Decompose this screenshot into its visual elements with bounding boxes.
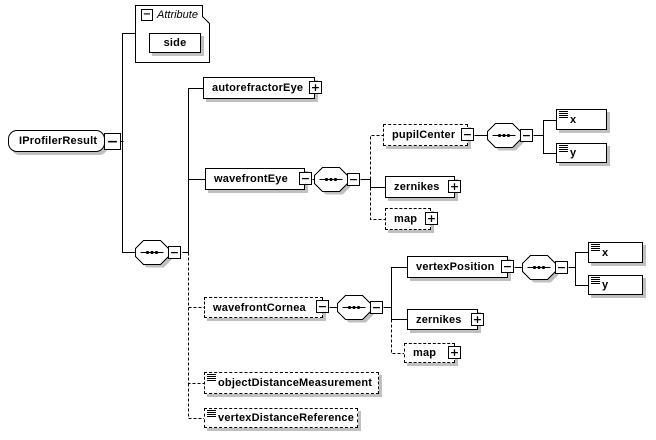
element-vertex-x-label: x <box>602 246 609 259</box>
type-lines-icon <box>207 374 216 381</box>
type-lines-icon <box>559 145 568 152</box>
sequence-compositor-wavefrontEye[interactable] <box>314 167 351 195</box>
sequence-compositor-pupilCenter[interactable] <box>487 123 524 151</box>
zernikes-cornea-expand-toggle[interactable]: + <box>471 313 484 326</box>
element-vertex-x[interactable]: x <box>588 242 643 263</box>
connector-root-trunk <box>122 33 136 253</box>
connector-vertex-x <box>575 252 589 268</box>
IProfilerResult-collapse-toggle[interactable]: − <box>104 133 121 150</box>
element-IProfilerResult-label: IProfilerResult <box>19 135 98 147</box>
type-lines-icon <box>591 277 600 284</box>
element-map-cornea-label: map <box>413 347 437 359</box>
element-zernikes-eye-label: zernikes <box>394 181 440 193</box>
element-pupilCenter-label: pupilCenter <box>392 129 456 141</box>
element-pupil-y-label: y <box>570 147 577 159</box>
sequence-pupilCenter-collapse-toggle[interactable]: − <box>520 129 533 142</box>
element-wavefrontEye-label: wavefrontEye <box>214 173 288 185</box>
zernikes-eye-expand-toggle[interactable]: + <box>448 180 461 193</box>
connector-zernikes-eye <box>370 179 386 188</box>
type-lines-icon <box>591 244 600 251</box>
required-connectors <box>120 33 589 320</box>
connector-vertexPosition <box>391 267 408 308</box>
element-vertexDistanceReference[interactable]: vertexDistanceReference <box>204 408 358 428</box>
attribute-side-label: side <box>163 37 187 49</box>
element-wavefrontEye[interactable]: wavefrontEye <box>205 168 305 190</box>
element-pupil-y[interactable]: y <box>556 143 607 163</box>
attribute-collapse-toggle[interactable]: − <box>141 9 153 21</box>
sequence-compositor-root[interactable] <box>135 240 172 268</box>
attribute-side[interactable]: side <box>149 33 201 53</box>
element-zernikes-cornea-label: zernikes <box>416 313 462 326</box>
element-vertexPosition-label: vertexPosition <box>416 261 495 273</box>
connector-map-eye <box>370 187 386 220</box>
sequence-dots <box>145 250 159 255</box>
connector-autorefractorEye <box>188 88 204 253</box>
sequence-dots <box>324 177 338 182</box>
sequence-wavefrontCornea-collapse-toggle[interactable]: − <box>370 301 383 314</box>
connector-zernikes-cornea <box>391 307 408 320</box>
sequence-dots <box>347 305 361 310</box>
sequence-compositor-wavefrontCornea[interactable] <box>337 295 374 323</box>
sequence-wavefrontEye-collapse-toggle[interactable]: − <box>347 173 360 186</box>
sequence-compositor-vertexPosition[interactable] <box>522 255 559 283</box>
element-map-cornea[interactable]: map <box>404 343 455 363</box>
element-vertexDistanceReference-label: vertexDistanceReference <box>218 412 355 424</box>
element-vertex-y-label: y <box>602 279 609 291</box>
element-pupil-x-label: x <box>570 113 577 126</box>
autorefractorEye-expand-toggle[interactable]: + <box>309 81 322 94</box>
sequence-dots <box>532 265 546 270</box>
sequence-vertexPosition-collapse-toggle[interactable]: − <box>555 261 568 274</box>
map-cornea-expand-toggle[interactable]: + <box>448 346 461 359</box>
element-wavefrontCornea-label: wavefrontCornea <box>213 301 306 314</box>
wavefrontEye-collapse-toggle[interactable]: − <box>299 172 312 185</box>
element-pupil-x[interactable]: x <box>556 109 607 130</box>
connector-vertexDistanceReference <box>188 383 205 419</box>
connector-pupilCenter <box>370 135 384 180</box>
element-zernikes-eye[interactable]: zernikes <box>385 176 455 198</box>
element-objectDistanceMeasurement[interactable]: objectDistanceMeasurement <box>204 372 379 394</box>
element-pupilCenter[interactable]: pupilCenter <box>383 124 468 146</box>
element-objectDistanceMeasurement-label: objectDistanceMeasurement <box>218 377 373 389</box>
vertexPosition-collapse-toggle[interactable]: − <box>501 260 514 273</box>
element-vertex-y[interactable]: y <box>588 275 643 295</box>
sequence-dots <box>497 133 511 138</box>
type-lines-icon <box>559 111 568 118</box>
element-zernikes-cornea[interactable]: zernikes <box>407 309 478 330</box>
connector-wavefrontCornea <box>188 252 205 308</box>
element-autorefractorEye-label: autorefractorEye <box>212 82 304 94</box>
sequence-root-collapse-toggle[interactable]: − <box>168 246 181 259</box>
element-autorefractorEye[interactable]: autorefractorEye <box>203 77 315 99</box>
element-vertexPosition[interactable]: vertexPosition <box>407 256 508 278</box>
element-map-eye[interactable]: map <box>385 208 431 230</box>
optional-connectors <box>188 135 405 419</box>
map-eye-expand-toggle[interactable]: + <box>425 212 438 225</box>
wavefrontCornea-collapse-toggle[interactable]: − <box>316 300 329 313</box>
connector-map-cornea <box>391 319 405 354</box>
pupilCenter-collapse-toggle[interactable]: − <box>461 128 474 141</box>
connector-vertex-y <box>575 267 589 286</box>
connector-pupil-x <box>543 120 557 136</box>
element-IProfilerResult[interactable]: IProfilerResult <box>8 130 105 152</box>
connector-pupil-y <box>543 135 557 154</box>
element-wavefrontCornea[interactable]: wavefrontCornea <box>204 297 323 318</box>
attribute-header-label: Attribute <box>157 9 198 21</box>
type-lines-icon <box>207 410 216 417</box>
element-map-eye-label: map <box>394 213 418 225</box>
connector-objectDistanceMeasurement <box>188 307 205 384</box>
